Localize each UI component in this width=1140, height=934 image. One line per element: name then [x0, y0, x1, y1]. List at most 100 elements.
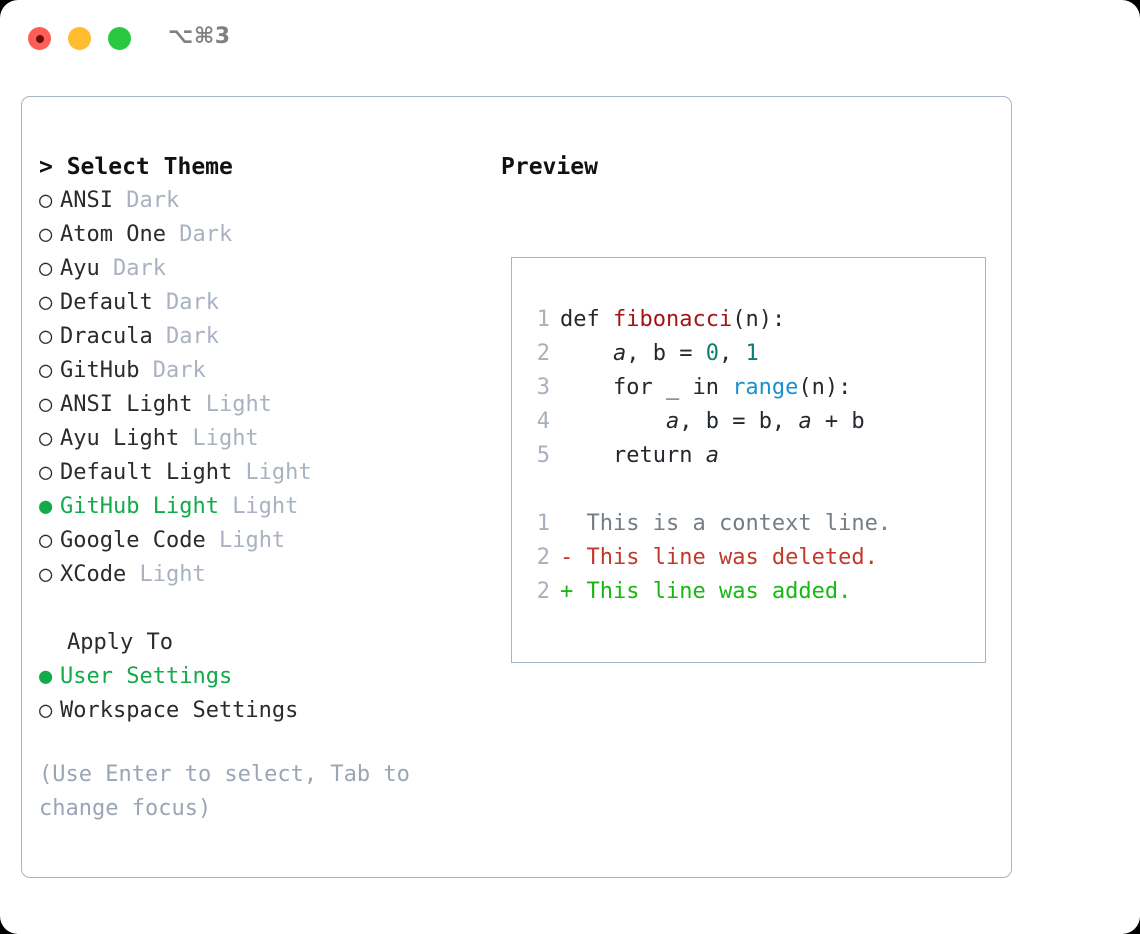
theme-variant-tag: Light	[205, 392, 272, 417]
radio-unselected-icon[interactable]: ○	[39, 256, 53, 281]
theme-variant-tag: Dark	[126, 188, 180, 213]
radio-unselected-icon[interactable]: ○	[39, 358, 53, 383]
apply-to-option[interactable]: ○Workspace Settings	[39, 694, 469, 728]
line-number: 5	[536, 443, 550, 468]
code-token: + b	[811, 409, 865, 434]
diff-text: This line was deleted.	[586, 545, 878, 570]
code-token: , b = b,	[679, 409, 799, 434]
radio-unselected-icon[interactable]: ○	[39, 460, 53, 485]
code-token: 0	[705, 341, 719, 366]
theme-list-item[interactable]: ○ GitHub Dark	[39, 354, 469, 388]
code-token: , b =	[626, 341, 706, 366]
theme-list-item[interactable]: ○ Ayu Light Light	[39, 422, 469, 456]
theme-variant-tag: Light	[245, 460, 312, 485]
code-text: for _ in range(n):	[560, 371, 851, 405]
theme-variant-tag: Light	[218, 528, 286, 553]
radio-unselected-icon[interactable]: ○	[39, 392, 53, 417]
theme-list-item[interactable]: ○ Default Dark	[39, 286, 469, 320]
line-number: 1	[536, 307, 550, 332]
theme-list-item[interactable]: ○ Google Code Light	[39, 524, 469, 558]
code-token: (n):	[732, 307, 786, 332]
line-number: 1	[536, 511, 550, 536]
radio-unselected-icon[interactable]: ○	[39, 426, 53, 451]
code-token: fibonacci	[612, 307, 733, 332]
code-token: return	[560, 443, 706, 468]
code-text: a, b = b, a + b	[560, 405, 865, 439]
code-token: def	[560, 307, 613, 332]
radio-selected-icon[interactable]: ●	[39, 664, 53, 689]
diff-marker	[560, 507, 587, 541]
theme-variant-tag: Light	[192, 426, 259, 451]
theme-variant-tag: Dark	[152, 358, 206, 383]
theme-name: Ayu Light	[60, 426, 193, 451]
theme-name: Atom One	[60, 222, 180, 247]
diff-sample: 1 This is a context line.2- This line wa…	[524, 507, 984, 609]
code-token: range	[732, 375, 799, 400]
theme-name: GitHub Light	[60, 494, 233, 519]
theme-variant-tag: Dark	[165, 324, 219, 349]
radio-unselected-icon[interactable]: ○	[39, 188, 53, 213]
theme-list-item[interactable]: ○ Ayu Dark	[39, 252, 469, 286]
diff-line: 1 This is a context line.	[524, 507, 984, 541]
theme-variant-tag: Dark	[179, 222, 233, 247]
radio-unselected-icon[interactable]: ○	[39, 528, 53, 553]
theme-name: Default Light	[60, 460, 246, 485]
code-text: a, b = 0, 1	[560, 337, 759, 371]
code-line: 2 a, b = 0, 1	[524, 337, 984, 371]
line-number: 2	[536, 341, 550, 366]
code-token	[560, 409, 666, 434]
code-gap	[524, 473, 984, 507]
theme-list-item[interactable]: ○ Atom One Dark	[39, 218, 469, 252]
close-button[interactable]	[28, 27, 51, 50]
code-token: 1	[745, 341, 759, 366]
diff-marker: -	[560, 545, 587, 570]
radio-unselected-icon[interactable]: ○	[39, 698, 53, 723]
theme-list-item[interactable]: ○ANSI Light Light	[39, 388, 469, 422]
theme-variant-tag: Light	[139, 562, 206, 587]
traffic-lights	[28, 27, 131, 50]
line-number: 2	[536, 545, 550, 570]
theme-name: Default	[60, 290, 166, 315]
theme-variant-tag: Dark	[165, 290, 219, 315]
radio-unselected-icon[interactable]: ○	[39, 562, 53, 587]
theme-variant-tag: Light	[232, 494, 299, 519]
keyboard-hint-text: (Use Enter to select, Tab to change focu…	[39, 762, 410, 821]
zoom-button[interactable]	[108, 27, 131, 50]
theme-list-item[interactable]: ○ ANSI Dark	[39, 184, 469, 218]
code-token: ,	[718, 341, 746, 366]
code-text: def fibonacci(n):	[560, 303, 785, 337]
radio-unselected-icon[interactable]: ○	[39, 290, 53, 315]
theme-name: Google Code	[60, 528, 219, 553]
line-number: 3	[536, 375, 550, 400]
radio-unselected-icon[interactable]: ○	[39, 324, 53, 349]
code-text: return a	[560, 439, 719, 473]
theme-list-item[interactable]: ○XCode Light	[39, 558, 469, 592]
titlebar: ⌥⌘3	[0, 0, 1140, 78]
code-token: a	[612, 341, 627, 366]
theme-name: Ayu	[60, 256, 113, 281]
line-number: 2	[536, 579, 550, 604]
theme-list-item[interactable]: ● GitHub Light Light	[39, 490, 469, 524]
apply-to-label: User Settings	[60, 664, 233, 689]
diff-text: This line was added.	[586, 579, 852, 604]
apply-to-list[interactable]: ● User Settings ○Workspace Settings	[39, 660, 469, 728]
theme-name: ANSI	[60, 188, 127, 213]
line-number: 4	[536, 409, 550, 434]
theme-variant-tag: Dark	[112, 256, 166, 281]
theme-list[interactable]: ○ ANSI Dark ○ Atom One Dark ○ Ayu Dark ○ Defaul…	[39, 184, 469, 592]
diff-line: 2- This line was deleted.	[524, 541, 984, 575]
code-token: a	[665, 409, 680, 434]
minimize-button[interactable]	[68, 27, 91, 50]
radio-selected-icon[interactable]: ●	[39, 494, 53, 519]
code-line: 3 for _ in range(n):	[524, 371, 984, 405]
theme-list-item[interactable]: ○Dracula Dark	[39, 320, 469, 354]
theme-name: GitHub	[60, 358, 153, 383]
radio-unselected-icon[interactable]: ○	[39, 222, 53, 247]
apply-to-option[interactable]: ● User Settings	[39, 660, 469, 694]
theme-list-item[interactable]: ○ Default Light Light	[39, 456, 469, 490]
